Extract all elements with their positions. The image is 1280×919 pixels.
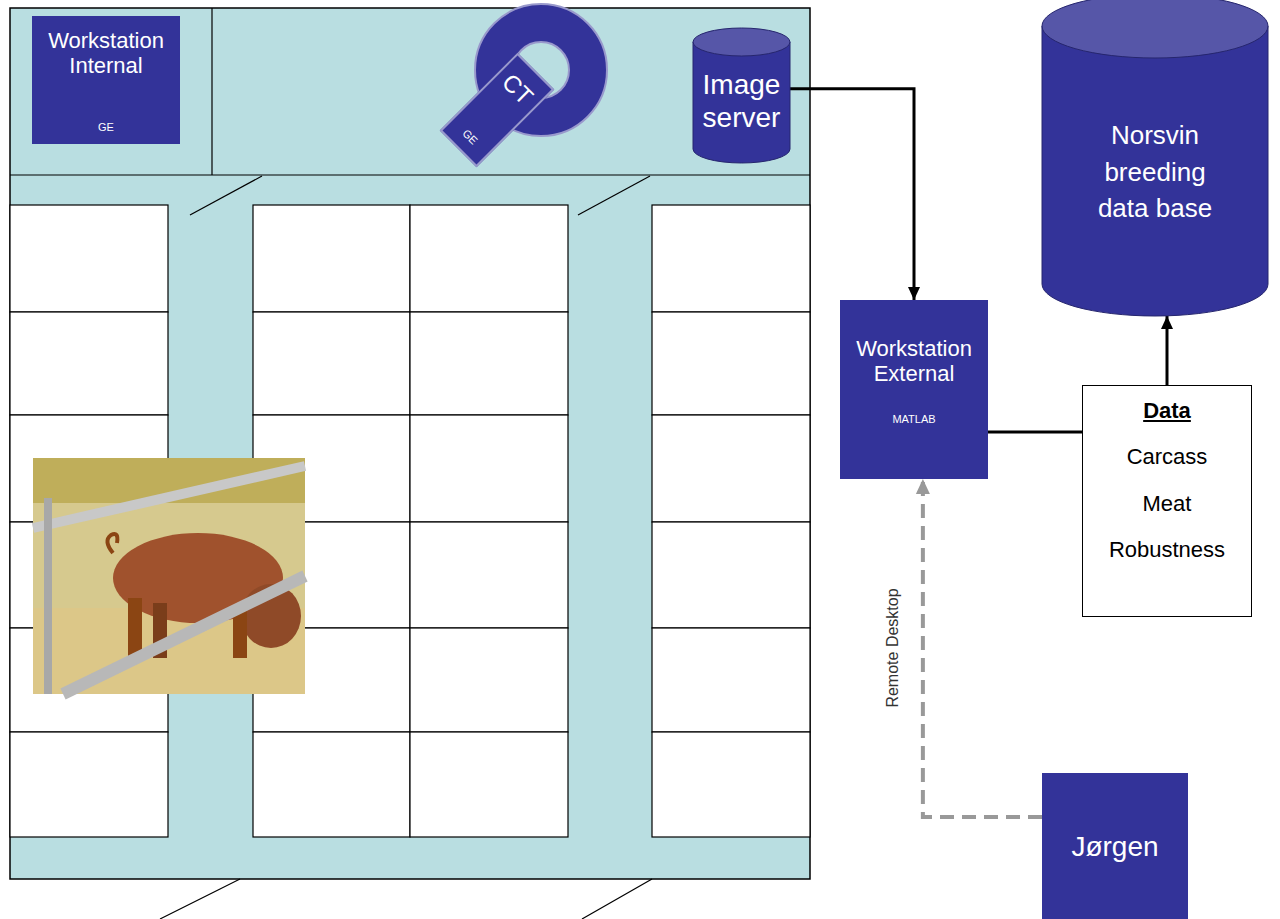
door: [578, 176, 650, 215]
pen: [410, 312, 568, 415]
database-cylinder: Norsvin breeding data base: [1042, 0, 1268, 316]
building: [10, 8, 810, 879]
workstation-box: Workstation ExternalMATLAB: [840, 300, 988, 479]
dashed-connector: [923, 479, 1042, 817]
connector-line: [988, 431, 1082, 434]
pen: [652, 205, 810, 312]
pen: [253, 205, 410, 312]
pen: [10, 732, 168, 837]
node-title: Norsvin breeding data base: [1088, 117, 1223, 226]
node-title: CT: [497, 68, 539, 110]
node-title: Workstation External: [846, 336, 982, 387]
cylinder-top: [1042, 0, 1268, 58]
pen: [410, 415, 568, 522]
pen: [10, 205, 168, 312]
node-text: Carcass: [1127, 444, 1208, 469]
wall: [10, 174, 810, 175]
node-title: Data: [1143, 398, 1191, 423]
server-cylinder: Image server: [693, 28, 790, 163]
wall: [211, 8, 212, 175]
pen: [410, 628, 568, 732]
pen: [253, 732, 410, 837]
pen: [652, 628, 810, 732]
pig-leg: [128, 598, 142, 658]
door: [190, 176, 262, 215]
cylinder-body: [1042, 26, 1268, 316]
node-text: MATLAB: [892, 413, 935, 426]
pen: [410, 522, 568, 628]
connector-line: [790, 89, 914, 300]
cylinder-body: [693, 42, 790, 163]
door: [160, 879, 240, 919]
pen: [652, 522, 810, 628]
node-text: GE: [460, 127, 480, 147]
pen: [10, 312, 168, 415]
node-title: Jørgen: [1071, 831, 1158, 863]
node-title: Image server: [695, 69, 788, 133]
pen: [652, 415, 810, 522]
workstation-box: Workstation InternalGE: [32, 16, 180, 144]
pen: [410, 732, 568, 837]
node-title: Workstation Internal: [38, 28, 174, 79]
pens: [10, 205, 810, 837]
ct-table: CT GE: [440, 53, 555, 168]
photo-post: [44, 498, 52, 694]
pen: [652, 732, 810, 837]
pen: [652, 312, 810, 415]
photo-bar: [63, 576, 305, 694]
node-text: Robustness: [1109, 537, 1225, 562]
node-text: Meat: [1143, 491, 1192, 516]
pig-photo: [33, 458, 305, 694]
connector-line: [1166, 316, 1169, 385]
pen: [410, 205, 568, 312]
data-box: DataCarcassMeatRobustness: [1082, 385, 1252, 617]
pen: [253, 312, 410, 415]
connector-label: Remote Desktop: [884, 585, 902, 710]
cylinder-top: [693, 28, 790, 56]
door: [582, 879, 652, 919]
node-text: GE: [98, 121, 114, 134]
pig-tail: [107, 534, 117, 553]
photo-ground: [33, 458, 305, 694]
person-box: Jørgen: [1042, 773, 1188, 919]
photo-bar: [33, 466, 305, 528]
